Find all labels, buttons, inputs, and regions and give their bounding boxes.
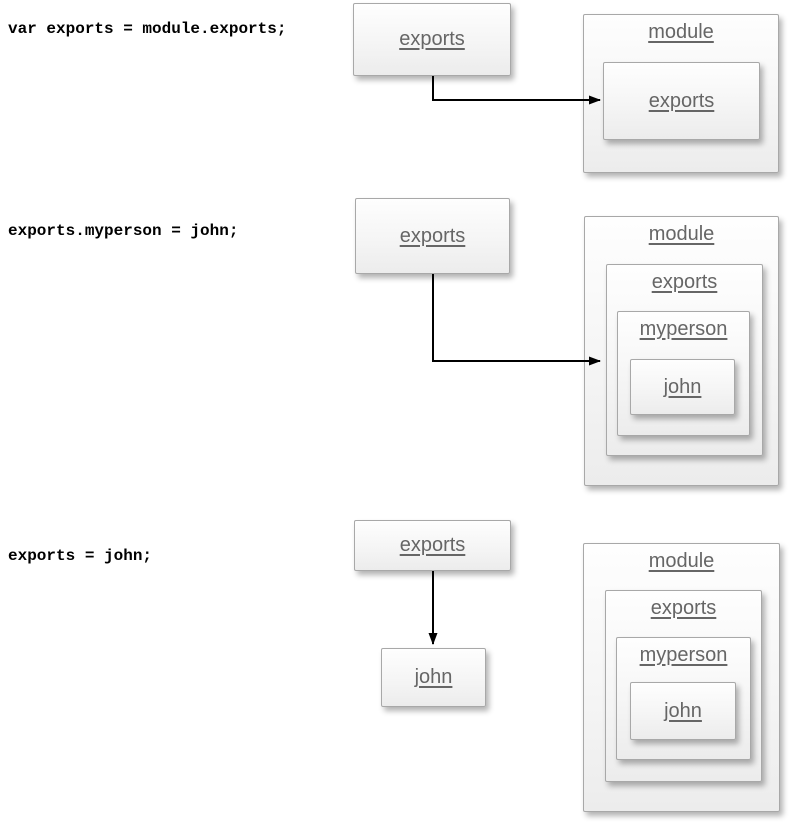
section3-module-john-label: john [664,699,702,722]
arrow-exports-to-myperson [432,274,601,366]
section1-module-exports-box: exports [603,62,760,140]
arrow-exports-to-module-exports [432,76,601,105]
section2-john-box: john [630,359,735,415]
section2-exports-ref-label: exports [399,224,466,247]
section2-module-label: module [648,223,715,245]
section1-exports-ref-box: exports [353,3,511,76]
section3-exports-ref-label: exports [399,534,466,556]
section2-module-exports-label: exports [651,271,718,293]
section1-module-exports-label: exports [648,89,715,112]
code-line-2: exports.myperson = john; [8,222,239,240]
section3-module-john-box: john [630,682,736,740]
section1-module-label: module [648,21,714,43]
section3-module-label: module [648,550,715,572]
section3-john-ref-box: john [381,648,486,707]
code-line-3: exports = john; [8,547,153,565]
code-line-1: var exports = module.exports; [8,20,287,38]
section2-exports-ref-box: exports [355,198,510,274]
section2-myperson-label: myperson [639,318,728,340]
section1-exports-ref-label: exports [399,28,465,50]
section2-john-label: john [663,375,702,398]
section3-exports-ref-box: exports [354,520,511,571]
section3-myperson-label: myperson [639,644,728,666]
section3-john-ref-label: john [414,666,453,688]
section3-module-exports-label: exports [650,597,717,619]
